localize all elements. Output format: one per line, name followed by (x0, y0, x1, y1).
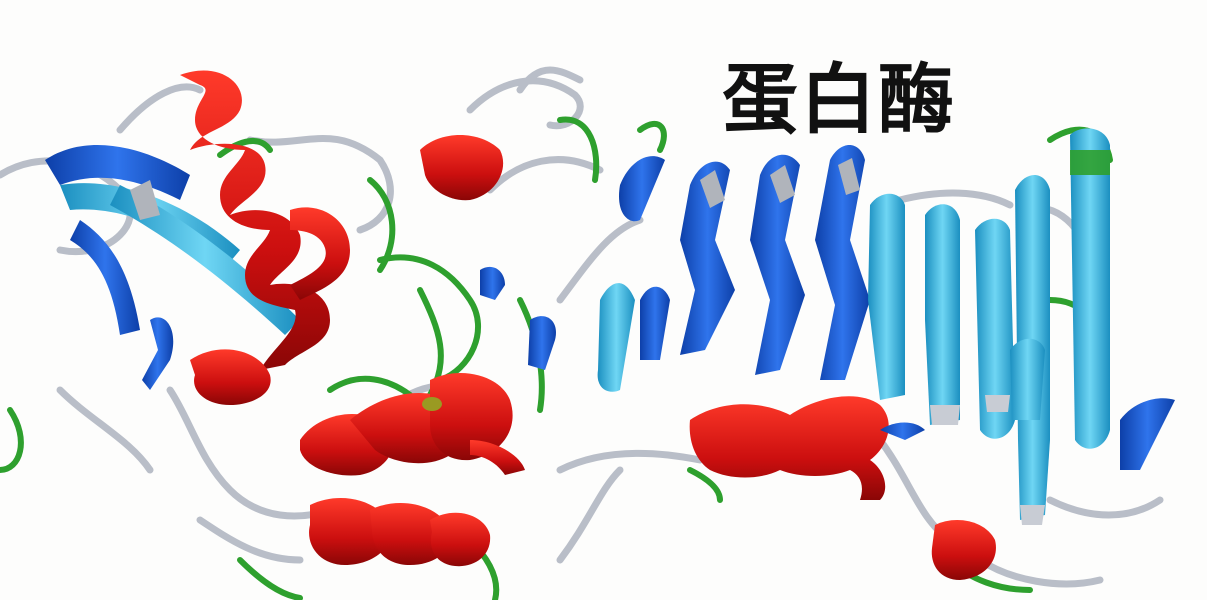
beta-sheet-right (868, 128, 1175, 525)
beta-sheet-middle (480, 145, 870, 392)
beta-sheet-left (45, 144, 300, 390)
alpha-helices (180, 70, 996, 580)
figure-title: 蛋白酶 (722, 55, 956, 144)
ligand-blob (422, 397, 442, 411)
